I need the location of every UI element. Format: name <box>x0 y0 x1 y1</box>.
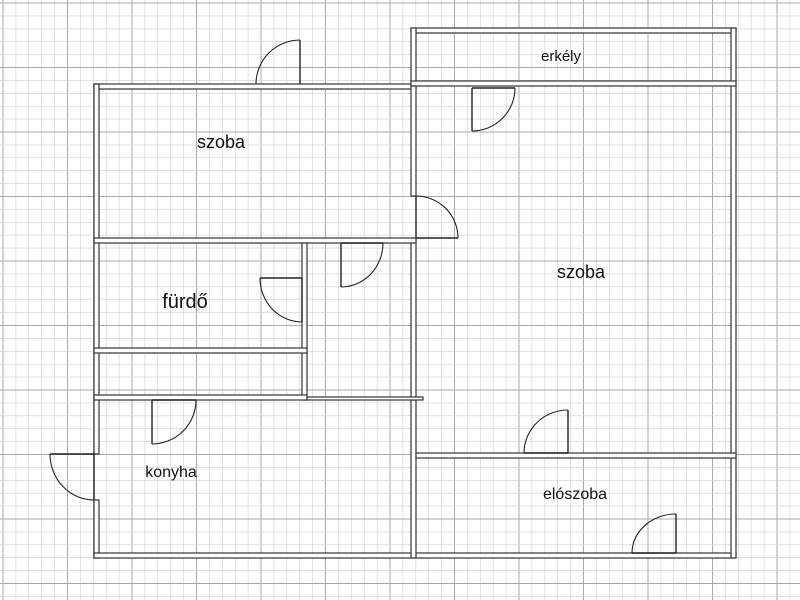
wall-storage-bottom <box>93 394 308 401</box>
room-label-szoba-large: szoba <box>557 262 606 282</box>
wall-furdo-bottom <box>93 347 308 354</box>
door-szoba-bottom[interactable] <box>523 409 569 454</box>
room-label-szoba-top: szoba <box>197 132 246 152</box>
door-hall[interactable] <box>340 242 384 288</box>
room-label-erkely: erkély <box>541 48 582 65</box>
wall-left-lower <box>93 499 100 559</box>
door-konyha-side[interactable] <box>49 453 95 501</box>
wall-middle-upper <box>410 85 417 197</box>
wall-middle-lower <box>410 399 417 559</box>
room-label-konyha: konyha <box>145 464 197 481</box>
door-eloszoba[interactable] <box>631 513 677 554</box>
wall-balcony-bottom <box>410 80 737 87</box>
wall-right <box>730 27 737 559</box>
door-konyha[interactable] <box>151 399 197 445</box>
wall-eloszoba-top <box>415 452 737 459</box>
doors <box>49 39 677 554</box>
wall-top-left <box>93 83 417 90</box>
wall-furdo-right <box>301 242 308 401</box>
door-balcony[interactable] <box>471 87 516 132</box>
wall-middle-mid <box>410 237 417 401</box>
room-label-furdo: fürdő <box>162 291 208 313</box>
room-labels: erkély szoba szoba fürdő konyha elószoba <box>145 48 607 503</box>
wall-szoba-bottom <box>93 237 417 244</box>
room-label-eloszoba: elószoba <box>543 486 607 503</box>
walls <box>93 27 737 559</box>
wall-left-upper <box>93 83 100 455</box>
door-top-entrance[interactable] <box>255 39 301 85</box>
wall-hall-bottom <box>306 396 424 401</box>
wall-balcony-left <box>410 27 417 87</box>
wall-balcony-top <box>410 27 737 34</box>
door-furdo[interactable] <box>259 277 303 323</box>
door-szoba-connect[interactable] <box>415 195 459 239</box>
